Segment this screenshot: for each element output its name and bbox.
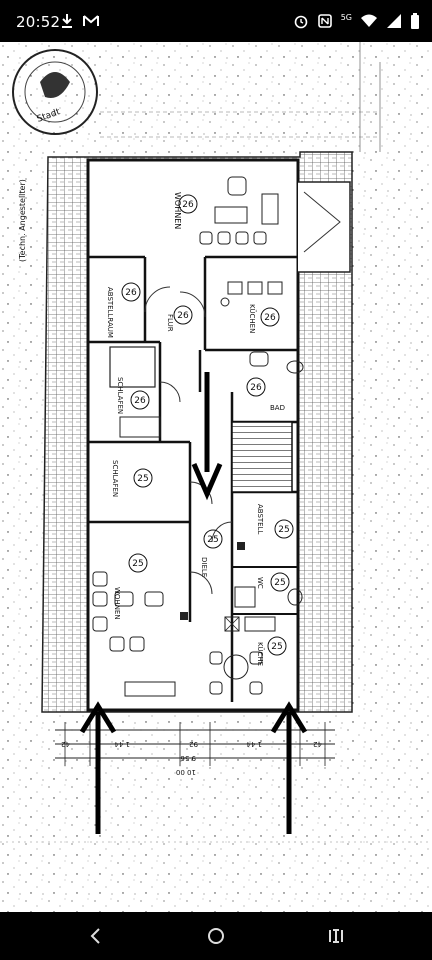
svg-text:KÜCHEN: KÜCHEN (248, 304, 257, 333)
svg-text:1 44: 1 44 (246, 740, 262, 748)
svg-text:25: 25 (132, 559, 143, 569)
svg-text:25: 25 (137, 474, 148, 484)
svg-text:KÜCHE: KÜCHE (256, 642, 265, 666)
svg-text:WOHNEN: WOHNEN (173, 192, 182, 229)
svg-text:BAD: BAD (270, 404, 285, 412)
room-abstell: ABSTELL 25 (256, 504, 294, 539)
status-bar: 20:52 5G (0, 0, 432, 42)
room-schlafen-top: SCHLAFEN 26 (116, 377, 150, 414)
building-interior (86, 158, 351, 712)
signature-note: (Techn. Angestellter) (18, 179, 27, 262)
arrow-up-right-icon (270, 701, 308, 834)
svg-text:25: 25 (207, 535, 218, 545)
alarm-icon (294, 15, 308, 29)
floor-plan-image[interactable]: Stadt (Techn. Angestellter) (0, 42, 432, 912)
svg-text:42: 42 (313, 740, 322, 748)
room-diele: 25 DIELE (200, 529, 223, 577)
svg-text:25: 25 (271, 642, 282, 652)
status-time: 20:52 (16, 13, 61, 31)
svg-text:26: 26 (134, 396, 146, 406)
back-icon[interactable] (84, 924, 108, 948)
svg-text:25: 25 (274, 578, 285, 588)
svg-text:10 00: 10 00 (176, 768, 196, 776)
svg-text:WOHNEN: WOHNEN (113, 587, 121, 620)
svg-text:26: 26 (250, 383, 262, 393)
svg-text:SCHLAFEN: SCHLAFEN (111, 460, 119, 497)
room-wohnen-top: WOHNEN 26 (173, 192, 198, 229)
recents-icon[interactable] (324, 924, 348, 948)
svg-text:92: 92 (189, 740, 198, 748)
annotation-arrows (79, 372, 308, 834)
dimension-lines: 42 1 44 92 1 44 42 9 56 10 00 (55, 722, 335, 776)
room-abstellraum: ABSTELLRAUM 26 (106, 282, 141, 338)
signal-icon (387, 14, 401, 28)
svg-text:FLUR: FLUR (166, 314, 174, 332)
svg-text:SCHLAFEN: SCHLAFEN (116, 377, 124, 414)
room-kuechen: KÜCHEN 26 (248, 304, 280, 333)
room-bad: 26 BAD (246, 377, 285, 412)
stamp-seal: Stadt (12, 49, 98, 135)
arrow-down-icon (191, 372, 223, 501)
svg-text:26: 26 (125, 288, 137, 298)
arrow-up-left-icon (79, 701, 117, 834)
svg-text:26: 26 (177, 311, 189, 321)
room-kueche: KÜCHE 25 (256, 636, 287, 666)
svg-text:26: 26 (182, 200, 194, 210)
svg-text:DIELE: DIELE (200, 557, 208, 577)
download-icon (62, 14, 72, 28)
battery-icon (411, 13, 419, 29)
gmail-icon (83, 15, 99, 26)
nfc-icon (317, 14, 332, 28)
home-icon[interactable] (204, 924, 228, 948)
navigation-bar (0, 912, 432, 960)
image-viewer[interactable]: Stadt (Techn. Angestellter) (0, 42, 432, 912)
room-schlafen-small: SCHLAFEN 25 (111, 460, 153, 497)
svg-text:1 44: 1 44 (114, 740, 130, 748)
svg-text:26: 26 (264, 313, 276, 323)
network-label: 5G (340, 12, 352, 22)
room-flur: FLUR 26 (166, 305, 193, 332)
room-wc: WC 25 (256, 572, 290, 592)
svg-text:ABSTELLRAUM: ABSTELLRAUM (106, 287, 114, 338)
room-labels: WOHNEN 26 ABSTELLRAUM 26 FLUR 26 KÜCHEN … (106, 192, 294, 666)
svg-text:WC: WC (256, 577, 264, 589)
svg-text:ABSTELL: ABSTELL (256, 504, 264, 535)
svg-text:42: 42 (61, 740, 70, 748)
svg-text:25: 25 (278, 525, 289, 535)
svg-text:9 56: 9 56 (180, 754, 196, 762)
room-wohnen-bottom: 25 WOHNEN (113, 553, 148, 620)
wifi-icon (361, 14, 377, 27)
